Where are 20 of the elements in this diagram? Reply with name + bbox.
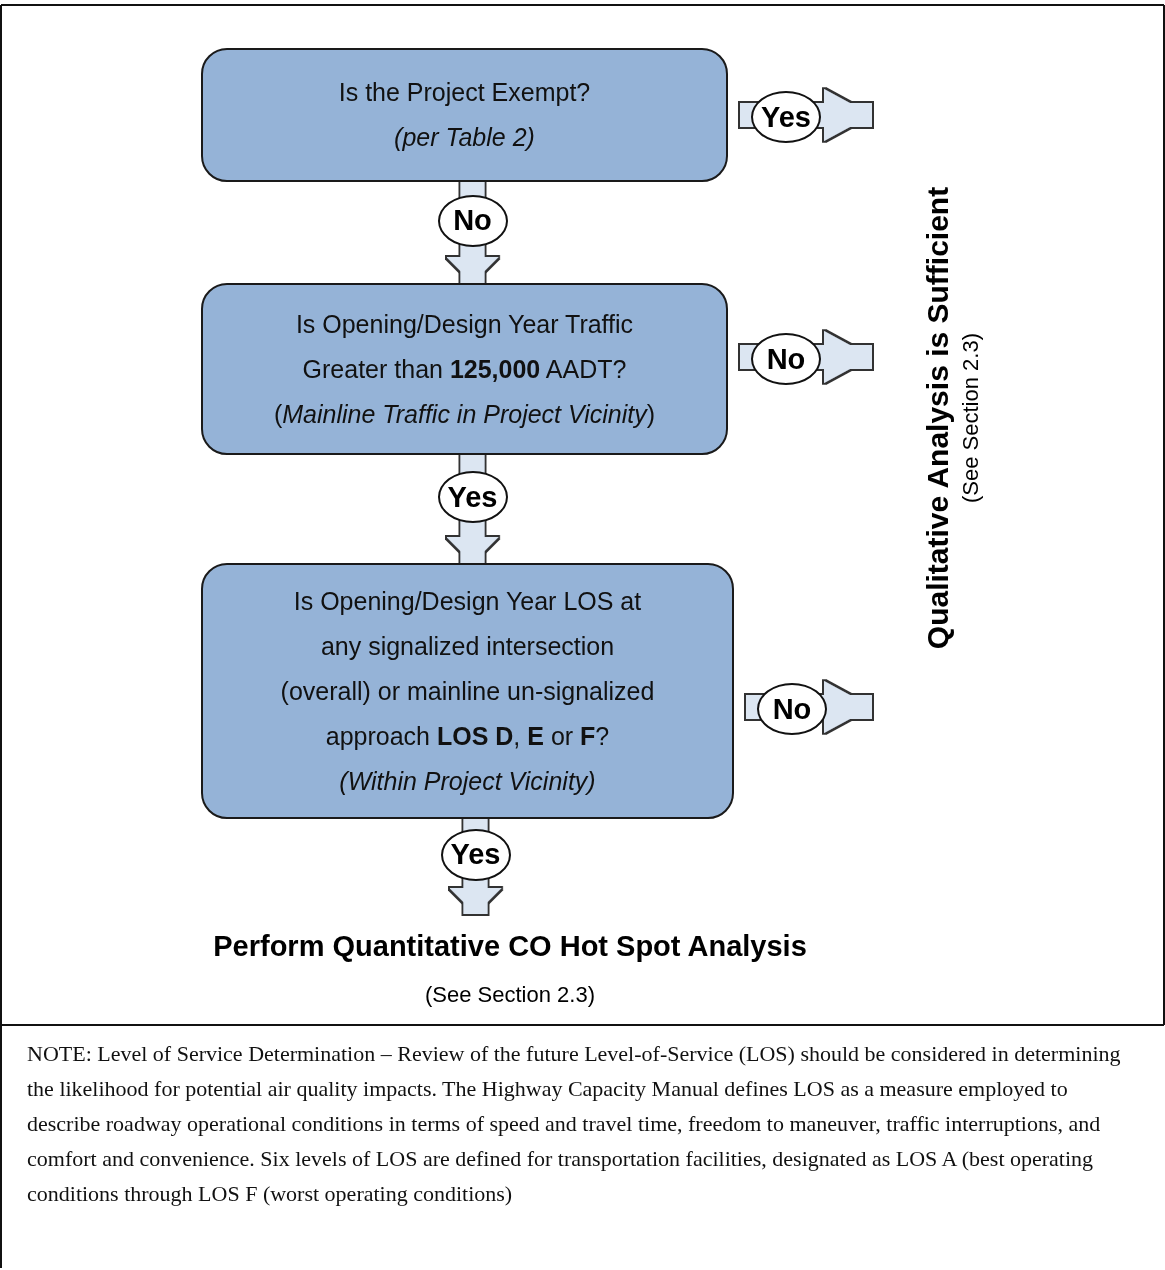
decision-box bbox=[201, 48, 728, 182]
edge-label: No bbox=[437, 194, 508, 247]
outcome-title: Perform Quantitative CO Hot Spot Analysis bbox=[212, 929, 808, 964]
edge-label: Yes bbox=[751, 91, 821, 143]
outcome-title: Qualitative Analysis is Sufficient bbox=[920, 185, 955, 651]
outcome-note: (See Section 2.3) bbox=[424, 981, 596, 1009]
box-text: Is the Project Exempt? bbox=[338, 77, 591, 108]
decision-box bbox=[201, 563, 734, 819]
edge-label: No bbox=[757, 683, 827, 735]
box-text: Is Opening/Design Year Traffic Greater than 125,000 AADT? bbox=[294, 308, 635, 385]
note-text: NOTE: Level of Service Determination – Review of the future Level-of-Service (LOS) should be considered in determining the likelihood for potential air quality impacts. The Highway Capacity Manual defines LOS as a measure employed to describe roadway operational conditions in terms of speed and travel time, freedom to maneuver, traffic interruptions, and comfort and convenience. Six levels of LOS are defined for transportation facilities, designated as LOS A (best operating conditions through LOS F (worst operating conditions) bbox=[27, 1040, 1122, 1208]
decision-box bbox=[201, 283, 728, 455]
box-text: Is Opening/Design Year LOS at any signalized intersection (overall) or mainline un-signalized approach LOS D, E or F? bbox=[279, 585, 656, 752]
box-text: (per Table 2) bbox=[394, 122, 535, 153]
box-text: (Mainline Traffic in Project Vicinity) bbox=[273, 398, 656, 430]
outcome-note: (See Section 2.3) bbox=[957, 331, 984, 505]
box-text: (Within Project Vicinity) bbox=[339, 765, 596, 797]
edge-label: No bbox=[751, 333, 821, 385]
edge-label: Yes bbox=[437, 471, 508, 523]
edge-label: Yes bbox=[440, 828, 511, 881]
